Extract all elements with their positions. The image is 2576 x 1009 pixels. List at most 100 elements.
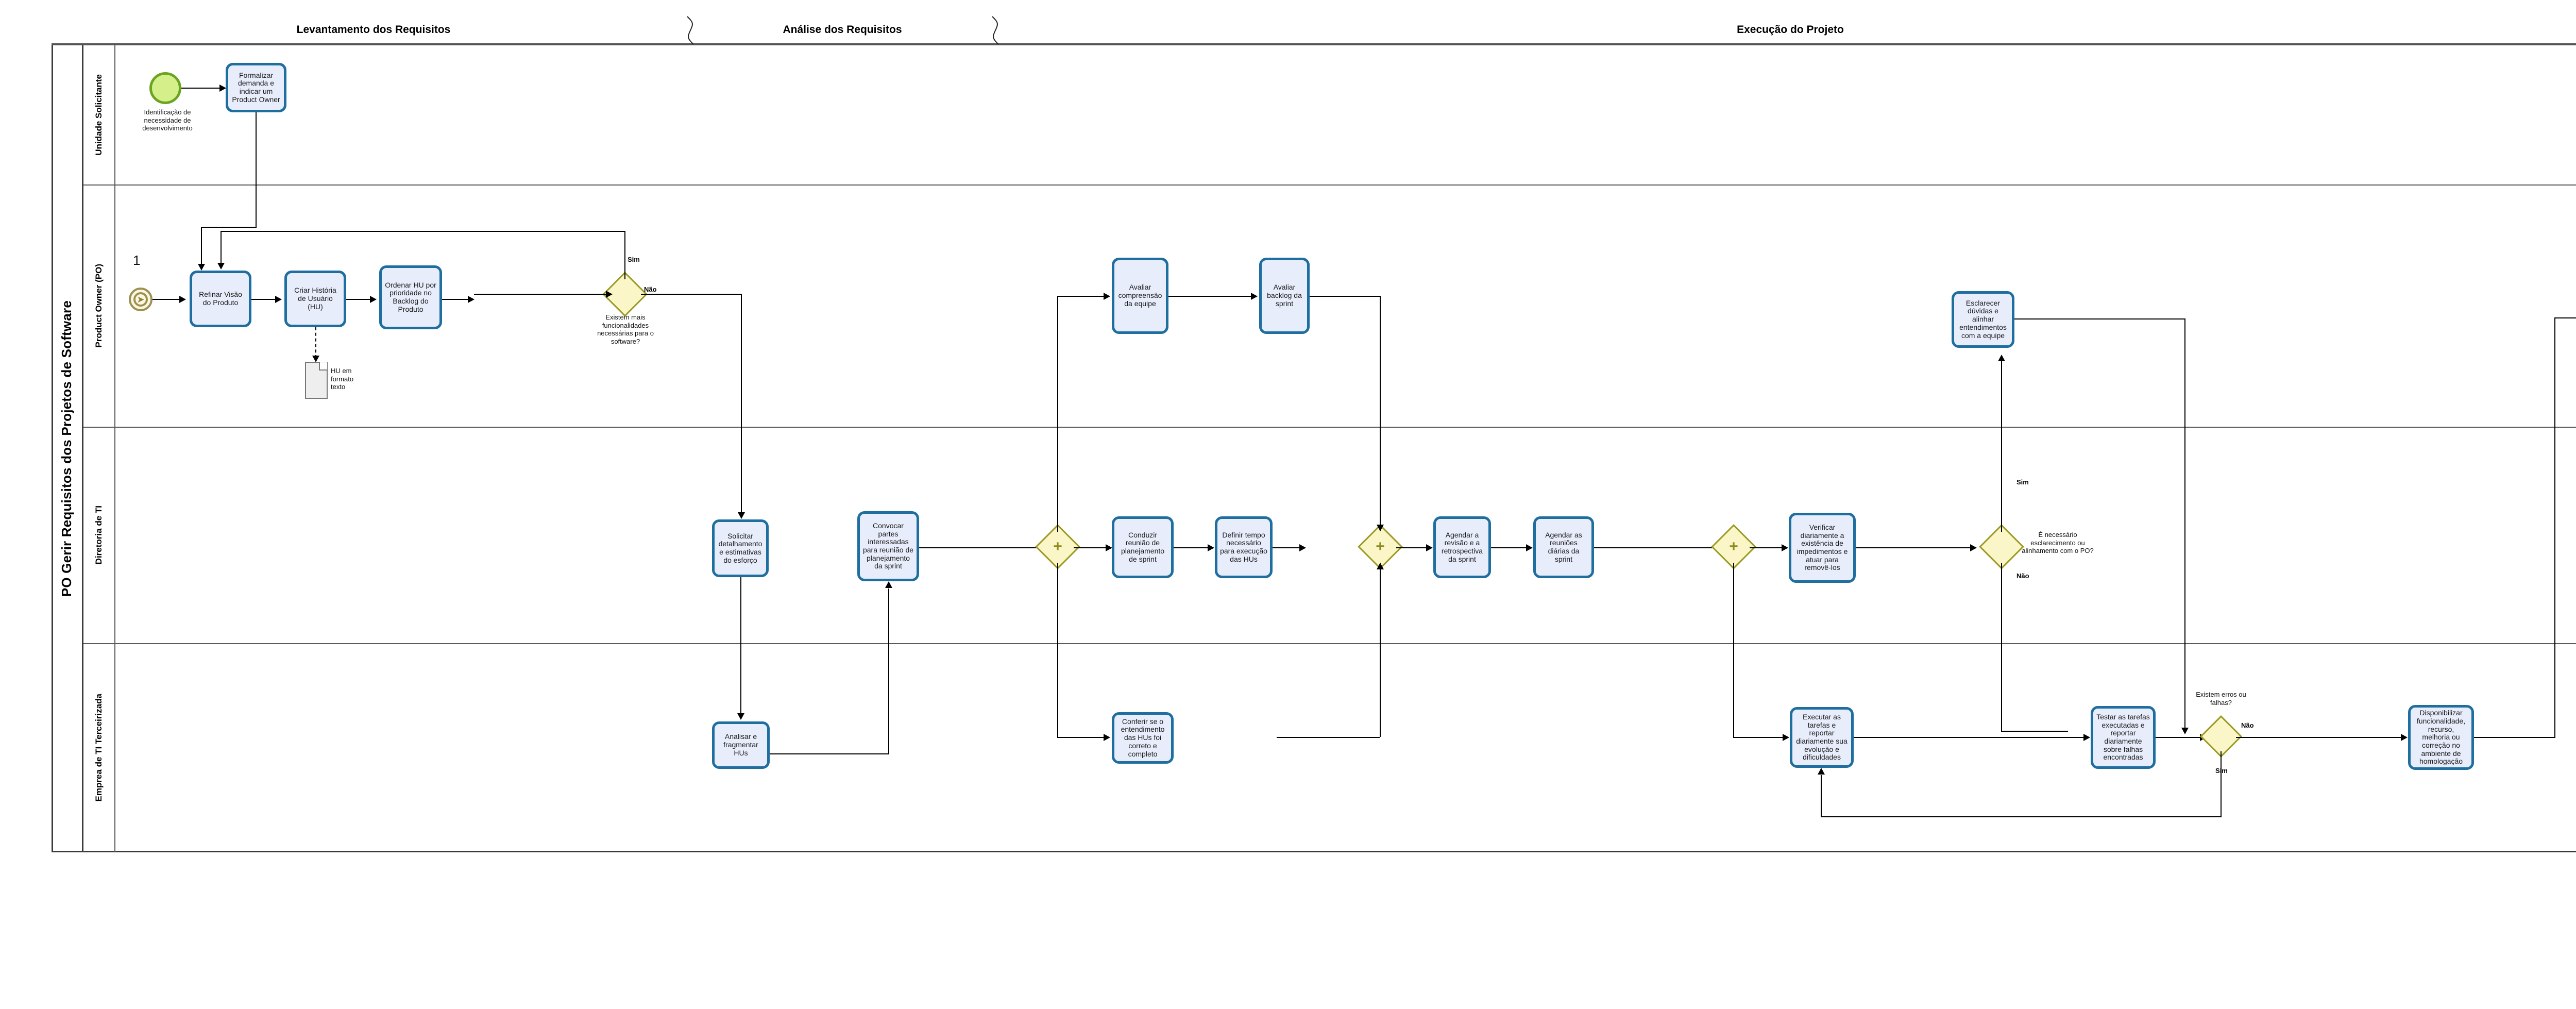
pool-title: PO Gerir Requisitos dos Projetos de Soft… — [52, 45, 83, 852]
lane-separator-1 — [83, 184, 2576, 186]
flow-esclarecer-nao-right — [2001, 731, 2068, 732]
link-arrow-icon: ➤ — [137, 294, 145, 305]
data-object-hu-texto — [305, 362, 328, 399]
flow-criarhu-to-ordenar — [346, 299, 370, 300]
phase-label-3: Execução do Projeto — [1737, 24, 1844, 36]
lane-label-diretoria: Diretoria de TI — [94, 505, 104, 565]
flow-analisar-to-convocar-h — [770, 753, 888, 754]
plus-icon-1: + — [1053, 538, 1062, 555]
gateway-parallel-split-1[interactable]: + — [1035, 524, 1080, 569]
task-convocar-partes-interessadas[interactable]: Convocar partes interessadas para reuniã… — [857, 511, 919, 581]
gateway-existem-mais-funcionalidades-shape[interactable] — [602, 272, 648, 317]
flow-gwpar3-down-to-executar — [1733, 563, 1734, 737]
lane-title-unidade-solicitante: Unidade Solicitante — [83, 45, 115, 184]
arrow-gwerros-to-disponibilizar — [2401, 734, 2408, 741]
flow-sim-left — [221, 231, 625, 232]
flow-terceira-up-to-gw2 — [1380, 563, 1381, 737]
flow-gw2-to-agendarrev — [1396, 547, 1426, 548]
pool — [52, 45, 2576, 852]
task-avaliar-backlog-sprint[interactable]: Avaliar backlog da sprint — [1259, 258, 1310, 334]
arrow-gw2-to-agendarrev — [1426, 544, 1433, 551]
flow-label-nao-mais-func: Não — [644, 285, 657, 293]
arrow-sim-to-refinar — [217, 263, 225, 270]
flow-definirtempo-to-gwpar2 — [1273, 547, 1299, 548]
task-verificar-impedimentos[interactable]: Verificar diariamente a existência de im… — [1789, 513, 1856, 583]
flow-disponibilizar-to-avalentrega — [2554, 317, 2576, 318]
task-conduzir-reuniao-planejamento[interactable]: Conduzir reunião de planejamento de spri… — [1112, 516, 1174, 578]
gateway-parallel-join-2[interactable]: + — [1358, 524, 1403, 569]
phase-header-band — [52, 14, 2576, 45]
flow-formalizar-down2 — [201, 227, 202, 266]
plus-icon-2: + — [1376, 538, 1385, 555]
task-agendar-revisao-retrospectiva[interactable]: Agendar a revisão e a retrospectiva da s… — [1433, 516, 1491, 578]
flow-agendardiarias-to-gwpar3 — [1594, 547, 1724, 548]
arrow-executar-to-testar — [2083, 734, 2090, 741]
task-executar-tarefas-reportar[interactable]: Executar as tarefas e reportar diariamen… — [1790, 707, 1854, 768]
task-avaliar-compreensao-equipe[interactable]: Avaliar compreensão da equipe — [1112, 258, 1168, 334]
flow-gwpar1-down-to-terceira — [1057, 563, 1058, 737]
arrow-to-conferir — [1104, 734, 1110, 741]
flow-disponibilizar-right — [2474, 737, 2555, 738]
task-conferir-entendimento-hus[interactable]: Conferir se o entendimento das HUs foi c… — [1112, 712, 1174, 764]
start-event-identificacao[interactable] — [149, 72, 181, 104]
flow-esclarecer-out-down — [2184, 318, 2185, 731]
flow-esclarecer-sim-up — [2001, 361, 2002, 532]
arrow-analisar-to-convocar — [885, 581, 892, 588]
arrow-solicitar-to-analisar — [737, 713, 744, 720]
lane-separator-3 — [83, 643, 2576, 644]
task-disponibilizar-funcionalidade[interactable]: Disponibilizar funcionalidade, recurso, … — [2408, 705, 2474, 770]
arrow-association-dataobject — [312, 356, 319, 362]
gateway-existem-erros-falhas[interactable] — [2199, 715, 2243, 758]
task-criar-historia-usuario[interactable]: Criar História de Usuário (HU) — [284, 271, 346, 327]
task-refinar-visao-produto[interactable]: Refinar Visão do Produto — [190, 271, 251, 327]
gateway-parallel-split-3[interactable]: + — [1711, 524, 1756, 569]
flow-avalcompr-to-avalbacklog — [1168, 296, 1251, 297]
flow-gwerros-nao-right — [2236, 737, 2401, 738]
flow-label-sim-esclarecer: Sim — [2016, 478, 2029, 486]
lane-label-terceira: Emprea de TI Terceirizada — [94, 694, 104, 802]
flow-nao-down — [741, 294, 742, 514]
flow-esclarecer-out-right — [2014, 318, 2185, 319]
arrow-gwpar3-to-executar — [1783, 734, 1789, 741]
task-formalizar-demanda[interactable]: Formalizar demanda e indicar um Product … — [226, 63, 286, 112]
gateway-necessario-esclarecimento-label: É necessário esclarecimento ou alinhamen… — [2022, 531, 2094, 555]
flow-ordenar-to-gateway — [442, 299, 468, 300]
flow-testar-to-gw-erros — [2156, 737, 2200, 738]
flow-gwerros-sim-down — [2221, 751, 2222, 816]
gateway-existem-erros-falhas-label: Existem erros ou falhas? — [2196, 691, 2246, 707]
task-solicitar-detalhamento[interactable]: Solicitar detalhamento e estimativas do … — [712, 519, 769, 577]
phase-label-2: Análise dos Requisitos — [783, 24, 902, 36]
flow-solicitar-to-analisar — [740, 577, 741, 715]
link-event-number-in: 1 — [133, 253, 141, 268]
lane-title-diretoria-ti: Diretoria de TI — [83, 427, 115, 643]
flow-gwpar1-to-conduzir — [1074, 547, 1106, 548]
task-agendar-reunioes-diarias[interactable]: Agendar as reuniões diárias da sprint — [1533, 516, 1594, 578]
task-analisar-fragmentar-hus[interactable]: Analisar e fragmentar HUs — [712, 721, 770, 769]
flow-gwpar1-up-to-po — [1057, 296, 1058, 532]
flow-executar-to-testar — [1854, 737, 2083, 738]
start-event-label: Identificação de necessidade de desenvol… — [142, 108, 193, 132]
lane-label-unidade: Unidade Solicitante — [94, 74, 104, 156]
task-ordenar-hu-backlog[interactable]: Ordenar HU por prioridade no Backlog do … — [379, 265, 442, 329]
arrow-avalcompr-to-avalbacklog — [1251, 293, 1258, 300]
arrow-gwerros-sim-to-executar — [1818, 768, 1825, 775]
arrow-criarhu-to-ordenar — [370, 296, 377, 303]
data-object-fold-icon — [319, 362, 327, 371]
flow-gwpar1-down-h — [1057, 737, 1105, 738]
arrow-refinar-to-criarhu — [275, 296, 282, 303]
gateway-necessario-esclarecimento[interactable] — [1979, 524, 2024, 569]
link-catch-event[interactable]: ➤ — [129, 288, 152, 311]
flow-conferir-right — [1277, 737, 1380, 738]
arrow-start-to-formalizar — [219, 85, 226, 92]
flow-label-nao-esclarecer: Não — [2016, 572, 2029, 580]
flow-start-to-formalizar — [181, 88, 219, 89]
flow-agendarrev-to-agendardiarias — [1491, 547, 1526, 548]
link-event-inner-ring — [133, 292, 148, 307]
task-definir-tempo-execucao[interactable]: Definir tempo necessário para execução d… — [1215, 516, 1273, 578]
arrow-nao-to-solicitar — [738, 512, 745, 519]
task-testar-tarefas-executadas[interactable]: Testar as tarefas executadas e reportar … — [2091, 706, 2156, 769]
task-esclarecer-duvidas[interactable]: Esclarecer dúvidas e alinhar entendiment… — [1952, 291, 2014, 348]
flow-verificar-to-gwesclarecer — [1856, 547, 1970, 548]
lane-separator-2 — [83, 427, 2576, 428]
